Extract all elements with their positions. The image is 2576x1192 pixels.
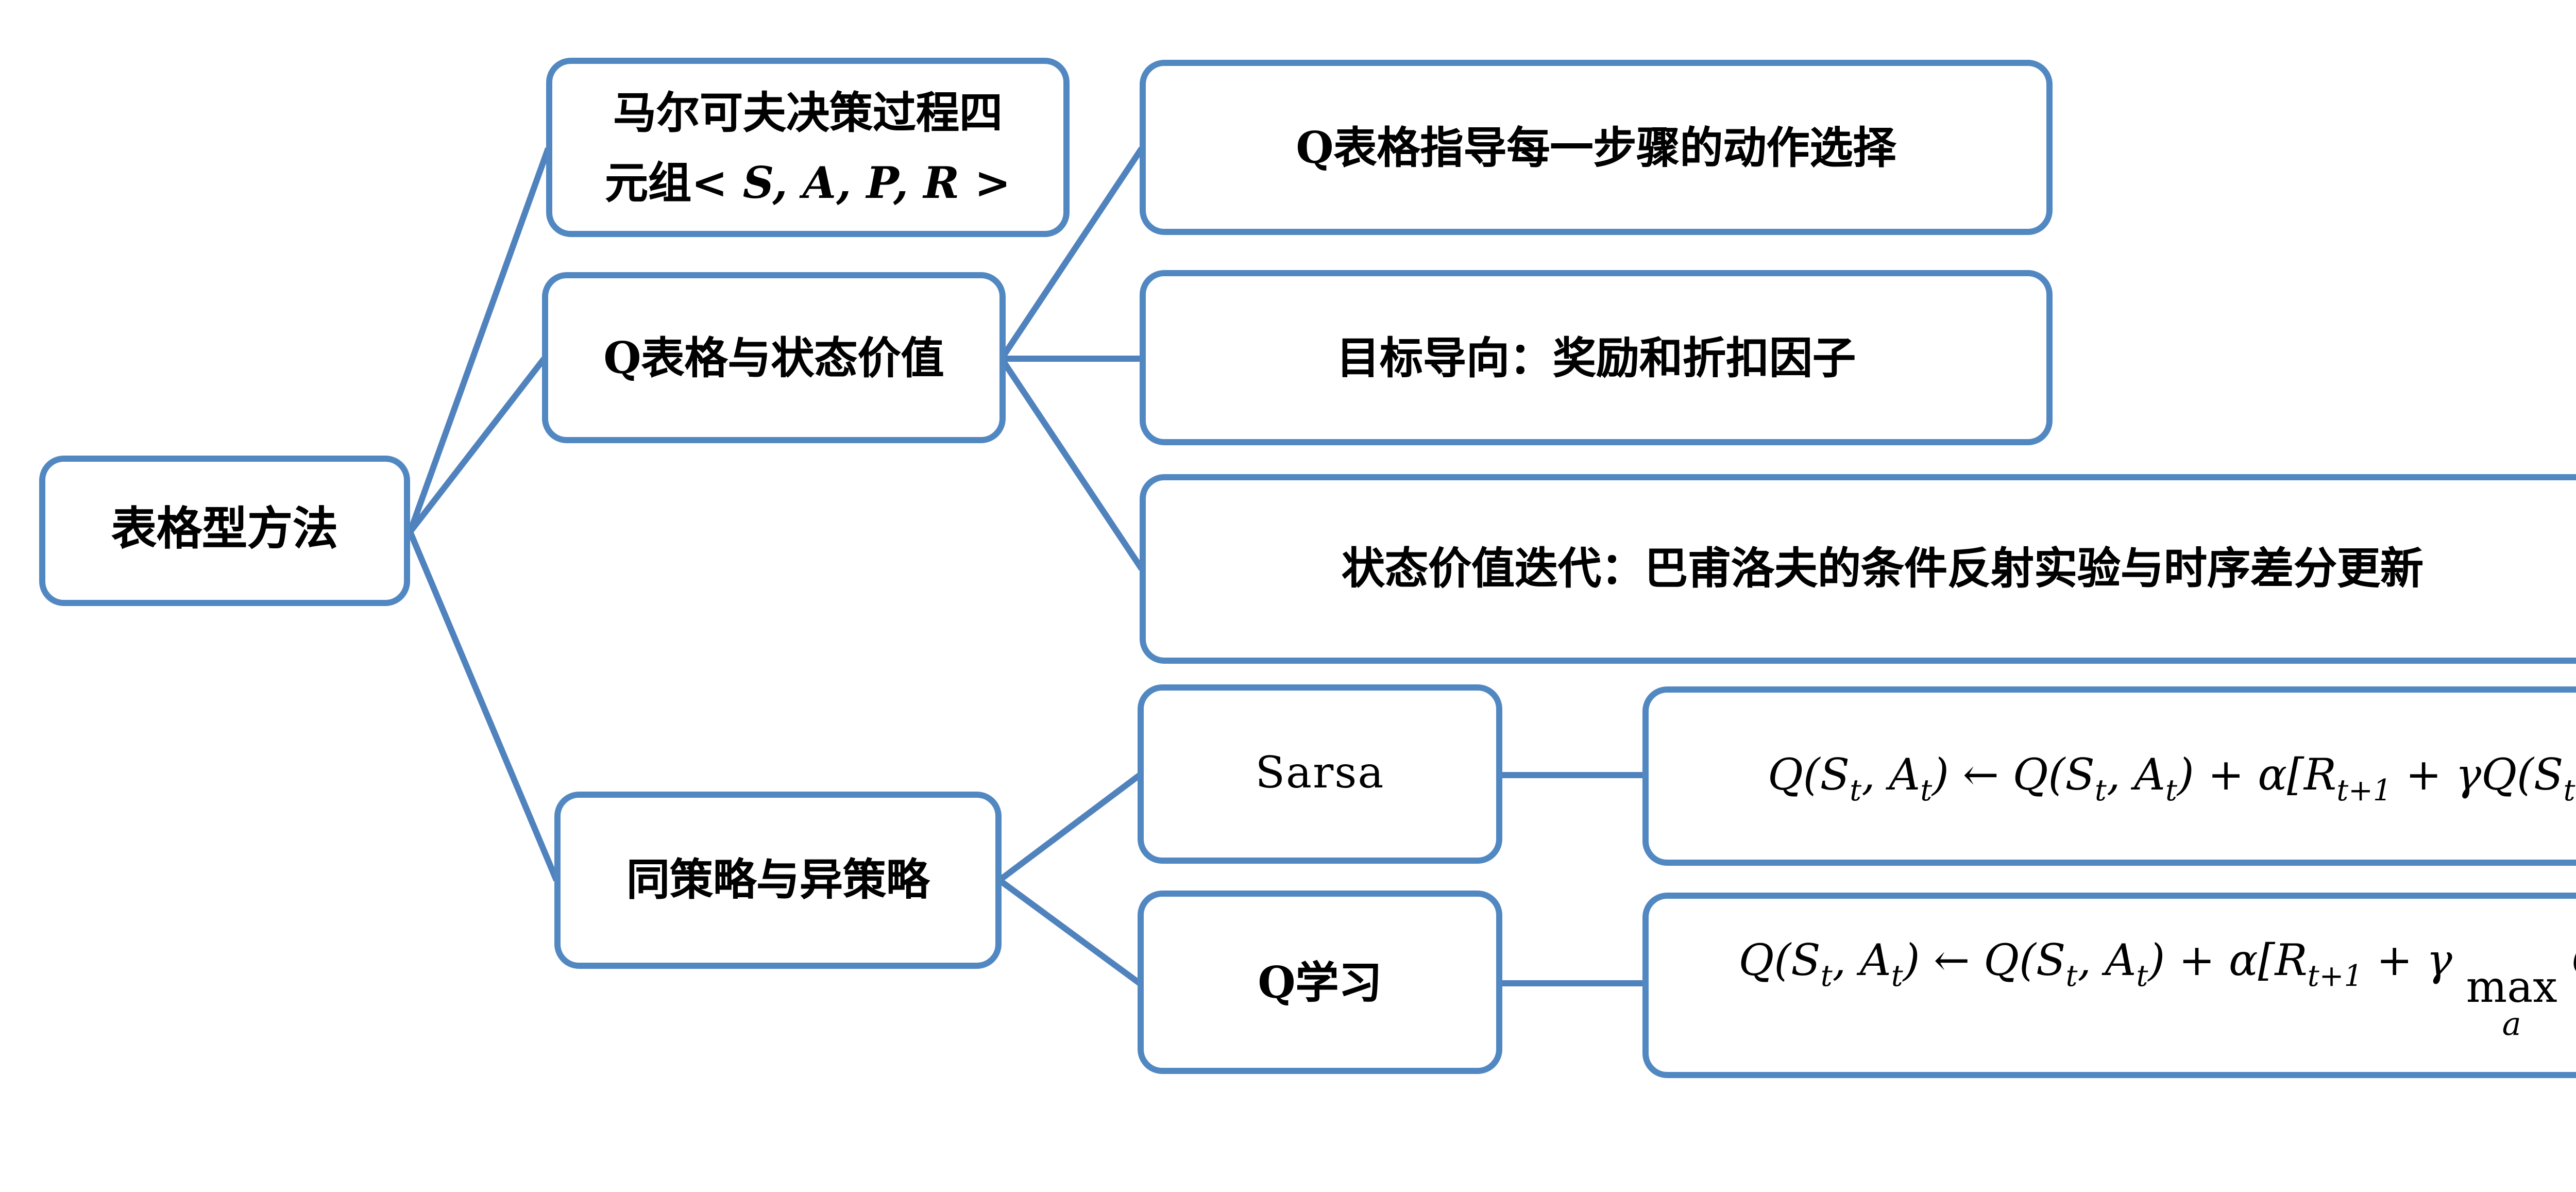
node-label: 马尔可夫决策过程四 元组< S, A, P, R > <box>605 78 1011 217</box>
mdp-line2-prefix: 元组< <box>605 156 743 207</box>
node-label: Q表格与状态价值 <box>603 331 944 383</box>
node-label: 目标导向：奖励和折扣因子 <box>1336 331 1856 383</box>
mdp-line2-suffix: > <box>959 156 1011 207</box>
connector-qtable-action <box>999 146 1144 361</box>
node-label: 状态价值迭代：巴甫洛夫的条件反射实验与时序差分更新 <box>1342 543 2424 594</box>
formula-after-max: Q(St+1, a) − Q(St, At)] <box>2557 936 2576 986</box>
on-policy-off-policy-node: 同策略与异策略 <box>554 792 1002 969</box>
node-label: 表格型方法 <box>111 503 338 557</box>
root-node-tabular-methods: 表格型方法 <box>39 456 410 606</box>
connector-qtable-valueiter <box>999 357 1144 571</box>
max-word: max <box>2466 963 2557 1013</box>
goal-oriented-node: 目标导向：奖励和折扣因子 <box>1140 270 2053 445</box>
mdp-line1: 马尔可夫决策过程四 <box>613 86 1003 138</box>
connector-policy-qlearning <box>997 878 1142 986</box>
mdp-tuple-variables: S, A, P, R <box>742 156 960 207</box>
state-value-iteration-node: 状态价值迭代：巴甫洛夫的条件反射实验与时序差分更新 <box>1140 474 2576 664</box>
sarsa-update-formula: Q(St, At) ← Q(St, At) + α[Rt+1 + γQ(St+1… <box>1767 750 2576 808</box>
max-subscript-a: a <box>2502 1006 2521 1044</box>
connector-root-qtable <box>408 357 547 534</box>
q-table-state-value-node: Q表格与状态价值 <box>542 272 1006 443</box>
mdp-tuple-node: 马尔可夫决策过程四 元组< S, A, P, R > <box>546 58 1070 237</box>
node-label: Q学习 <box>1258 956 1382 1008</box>
node-label: Q表格指导每一步骤的动作选择 <box>1296 121 1896 173</box>
sarsa-node: Sarsa <box>1138 684 1502 864</box>
sarsa-update-formula-node: Q(St, At) ← Q(St, At) + α[Rt+1 + γQ(St+1… <box>1642 686 2576 866</box>
formula-before-max: Q(St, At) ← Q(St, At) + α[Rt+1 + γ <box>1738 936 2466 995</box>
connector-policy-sarsa <box>997 773 1142 883</box>
connector-root-policy <box>407 530 560 882</box>
node-label: 同策略与异策略 <box>626 854 929 905</box>
node-label: Sarsa <box>1255 748 1385 797</box>
connector-root-mdp <box>407 147 551 533</box>
q-table-action-selection-node: Q表格指导每一步骤的动作选择 <box>1140 60 2053 235</box>
q-learning-node: Q学习 <box>1138 891 1502 1074</box>
